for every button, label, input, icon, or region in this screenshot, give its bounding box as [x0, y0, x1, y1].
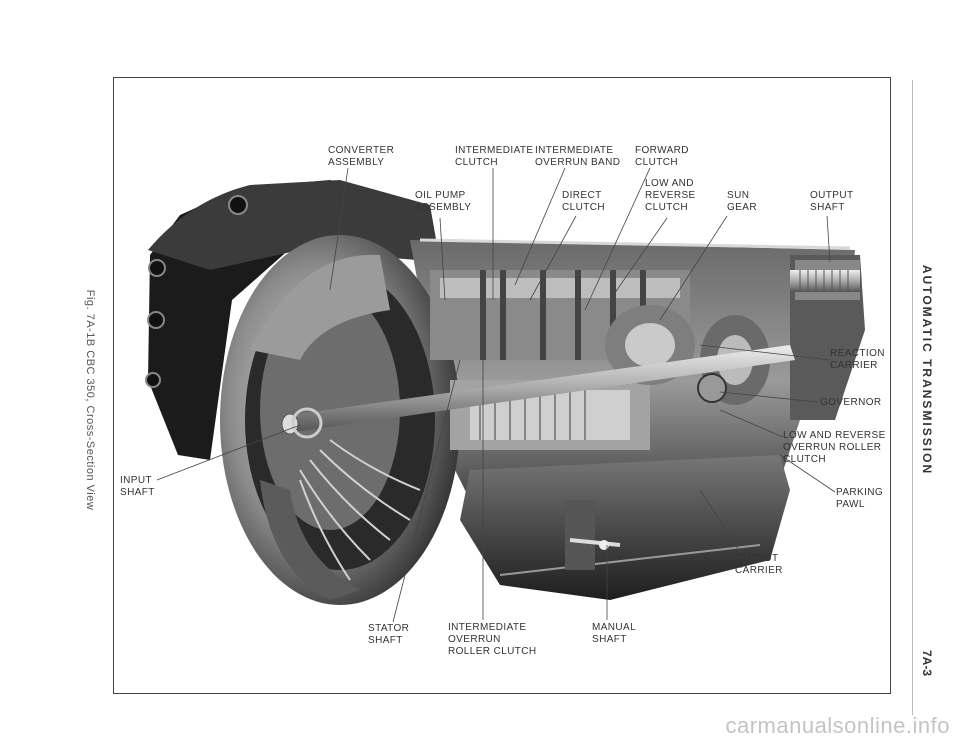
label-governor: GOVERNOR [820, 397, 882, 408]
margin-rule [912, 80, 913, 715]
main-shaft [281, 345, 795, 439]
figure-frame [113, 77, 891, 694]
manual-shaft-linkage [565, 500, 621, 570]
watermark-link[interactable]: carmanualsonline.info [725, 713, 950, 738]
leader-lines [156, 167, 836, 623]
